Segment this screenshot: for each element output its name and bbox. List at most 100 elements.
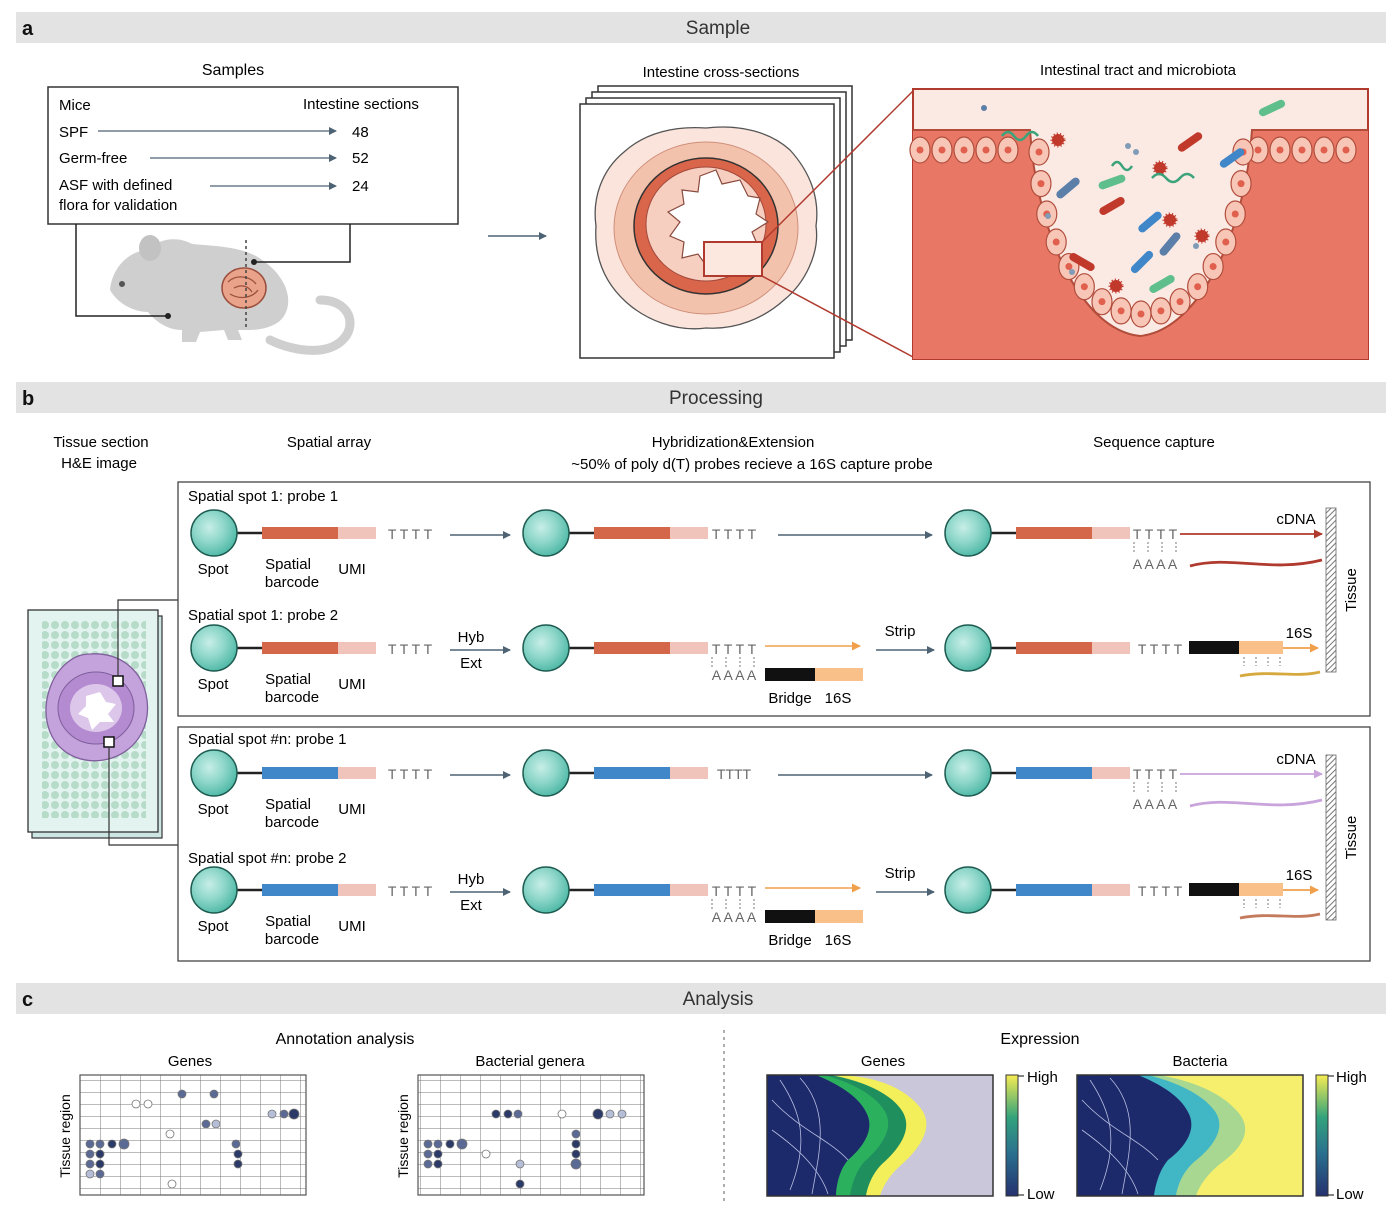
spirochete [1110,160,1134,172]
probe-row-title: Spatial spot 1: probe 2 [188,607,338,624]
spirochete [1151,172,1195,184]
col-hybridization: Hybridization&Extension [652,434,815,451]
grid-dot [231,1139,241,1149]
cdna-label: cDNA [1276,751,1315,768]
colorbar-high-label: High [1336,1069,1367,1086]
genes-grid-ylabel: Tissue region [57,1094,73,1178]
grid-dot [95,1169,105,1179]
grid-dot [423,1139,433,1149]
bacterium-coccus [1108,278,1124,294]
spatial-barcode-segment [594,642,670,654]
grid-dot [233,1149,243,1159]
s16-label: 16S [1286,625,1313,642]
grid-dot [515,1179,525,1189]
spatial-barcode-segment [1016,527,1092,539]
cross-section-title: Intestine cross-sections [643,64,800,81]
umi-segment [338,884,376,896]
bead-spot [522,509,570,557]
grid-dot [95,1149,105,1159]
bridge-segment [765,910,815,923]
poly-t-label: T T T T [712,641,757,657]
bacterium-rod [1069,253,1095,271]
grid-dot [571,1149,581,1159]
16s-segment [1239,641,1283,654]
spot-label: Spot [198,561,230,578]
spatial-barcode-segment [1016,884,1092,896]
grid-dot [557,1109,567,1119]
grid-dot [456,1138,468,1150]
hyb-label: Hyb [458,629,485,646]
col-sequence-capture: Sequence capture [1093,434,1215,451]
expr-genes-title: Genes [861,1053,905,1070]
grid-dot [491,1109,501,1119]
probe-row-title: Spatial spot #n: probe 2 [188,850,346,867]
grid-dot [95,1139,105,1149]
poly-a-label: A A A A [1133,556,1178,572]
barcode-label: Spatial [265,913,311,930]
probe-row-title: Spatial spot 1: probe 1 [188,488,338,505]
umi-label: UMI [338,918,366,935]
table-row-germ-free: Germ-free 52 [59,150,369,167]
spirochete [1001,130,1039,142]
row-label: Germ-free [59,150,127,167]
umi-segment [1092,527,1130,539]
bact-grid-ylabel: Tissue region [395,1094,411,1178]
expression-title: Expression [1000,1031,1079,1048]
grid-dot [433,1159,443,1169]
bead-spot [944,866,992,914]
grid-dot [433,1139,443,1149]
bact-grid [417,1074,645,1196]
umi-label: UMI [338,801,366,818]
16s-rna-strand [1239,670,1321,678]
strip-label: Strip [885,623,916,640]
row-label: SPF [59,124,88,141]
grid-dot [445,1139,455,1149]
grid-dot [131,1099,141,1109]
poly-t-label: T T T T [388,883,433,899]
tissue-bar: Tissue [1325,754,1360,921]
bead-spot [944,624,992,672]
grid-dot [288,1108,300,1120]
grid-dot [177,1089,187,1099]
section-c-title: Analysis [683,989,754,1010]
bacterium-dot [1193,243,1199,249]
grid-dot [279,1109,289,1119]
bact-grid-title: Bacterial genera [475,1053,585,1070]
barcode-label: Spatial [265,671,311,688]
poly-t-label: T T T T [1133,766,1178,782]
bead-spot [522,866,570,914]
grid-dot [85,1159,95,1169]
mouse-illustration [75,224,355,355]
grid-dot [617,1109,627,1119]
spatial-barcode-segment [262,767,338,779]
poly-t-label: T T T T [1138,641,1183,657]
barcode-label-2: barcode [265,689,319,706]
bacterium-coccus [1050,132,1066,148]
grid-dot [515,1159,525,1169]
umi-segment [1092,642,1130,654]
umi-segment [670,884,708,896]
bacterium-rod [1219,148,1245,168]
umi-label: UMI [338,676,366,693]
colorbar-genes: High Low [1005,1069,1058,1203]
grid-dot [592,1108,604,1120]
mrna-strand [1189,558,1323,568]
bacterium-rod [1258,99,1286,117]
16s-rna-strand [1239,912,1321,920]
grid-dot [201,1119,211,1129]
bacterium-dot [1125,143,1131,149]
spot-label: Spot [198,801,230,818]
microbiota-illustration [909,88,1369,360]
colorbar-low-label: Low [1336,1186,1364,1203]
section-b-letter: b [22,388,34,410]
section-c-header: c Analysis [16,983,1386,1014]
umi-segment [338,527,376,539]
grid-dot [571,1139,581,1149]
grid-dot [433,1149,443,1159]
row-label: ASF with defined [59,177,172,194]
probe-row-title: Spatial spot #n: probe 1 [188,731,346,748]
col-hybridization-note: ~50% of poly d(T) probes recieve a 16S c… [571,456,932,473]
poly-t-label: T T T T [712,883,757,899]
